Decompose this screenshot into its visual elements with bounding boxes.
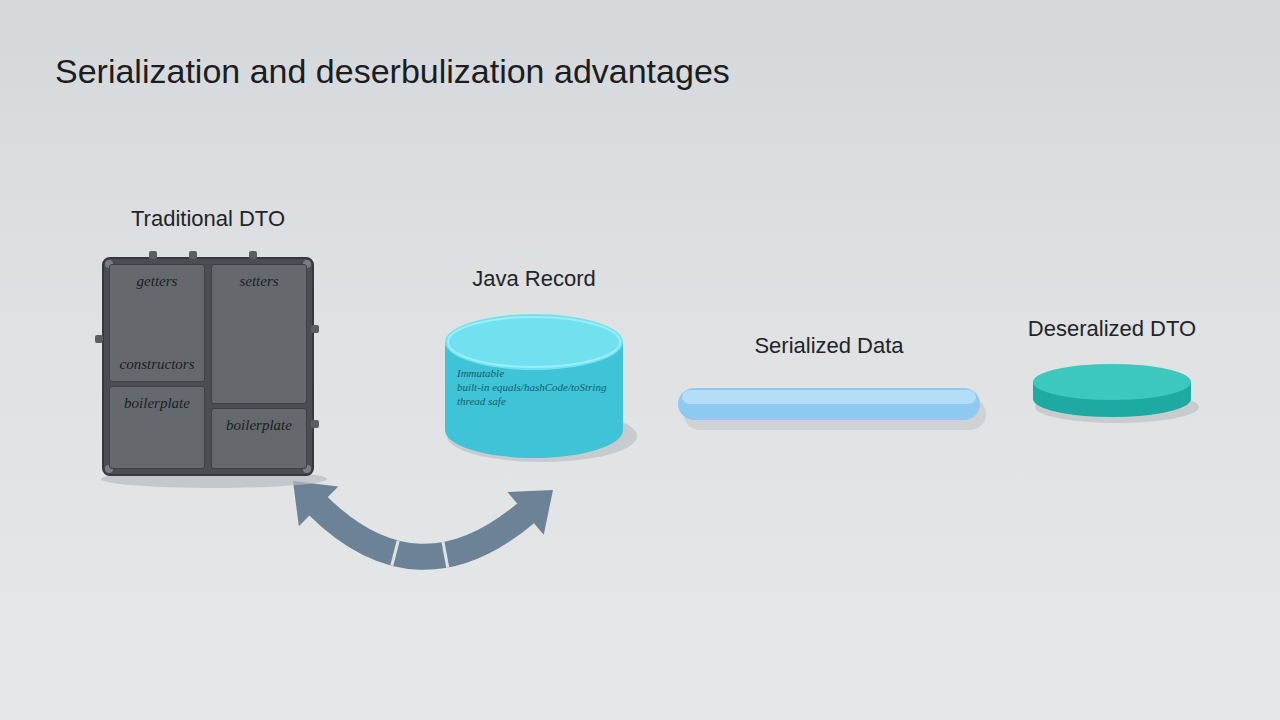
curved-arrow: [293, 481, 553, 568]
arrow-seam: [443, 542, 448, 568]
pill-node: Serialized Data: [678, 388, 980, 420]
panel-body: getters constructors: [110, 265, 204, 381]
arrow-head: [293, 481, 338, 526]
node-body: Immutablebuilt-in equals/hashCode/toStri…: [457, 366, 613, 408]
panel-label: setters: [239, 273, 278, 290]
boilerplate-panel: getters constructors: [109, 264, 205, 382]
panel-body: setters: [212, 265, 306, 403]
node-heading: Deseralized DTO: [1028, 316, 1196, 342]
panel-label: constructors: [120, 356, 195, 373]
panel-body: boilerplate: [212, 409, 306, 468]
pill-body: [678, 388, 980, 420]
panel-label: boilerplate: [226, 417, 292, 434]
node-heading: Java Record: [472, 266, 596, 292]
housing-knob: [311, 420, 319, 428]
cylinder-top: [445, 314, 623, 370]
pill-top: [682, 390, 976, 404]
panel-body: boilerplate: [110, 387, 204, 468]
boilerplate-panel: boilerplate: [211, 408, 307, 469]
feature-note: built-in equals/hashCode/toString: [457, 380, 613, 394]
node-heading: Traditional DTO: [131, 206, 285, 232]
housing-knob: [95, 335, 103, 343]
housing-knob: [189, 251, 197, 259]
cylinder-rim: [448, 317, 620, 367]
feature-note: thread safe: [457, 394, 613, 408]
diagram-title: Serialization and deserbulization advant…: [55, 52, 730, 91]
feature-note: Immutable: [457, 366, 613, 380]
arrow-head: [507, 490, 553, 535]
housing-knob: [149, 251, 157, 259]
cyl-node: Java RecordImmutablebuilt-in equals/hash…: [445, 312, 623, 462]
housing-knob: [311, 325, 319, 333]
housing-knob: [249, 251, 257, 259]
disc-top: [1033, 364, 1191, 400]
boilerplate-panel: setters: [211, 264, 307, 404]
disc-shape: [1033, 363, 1191, 417]
box-node: Traditional DTOgettersconstructorssetter…: [103, 258, 313, 475]
panel-label: boilerplate: [124, 395, 190, 412]
boilerplate-panel: boilerplate: [109, 386, 205, 469]
arrow-shaft: [317, 505, 527, 557]
housing-body: [103, 258, 313, 475]
pill-shape: [678, 388, 980, 420]
node-heading: Serialized Data: [754, 333, 903, 359]
panel-label: getters: [137, 273, 178, 290]
disc-node: Deseralized DTO: [1033, 363, 1191, 417]
arrow-seam: [392, 541, 398, 566]
